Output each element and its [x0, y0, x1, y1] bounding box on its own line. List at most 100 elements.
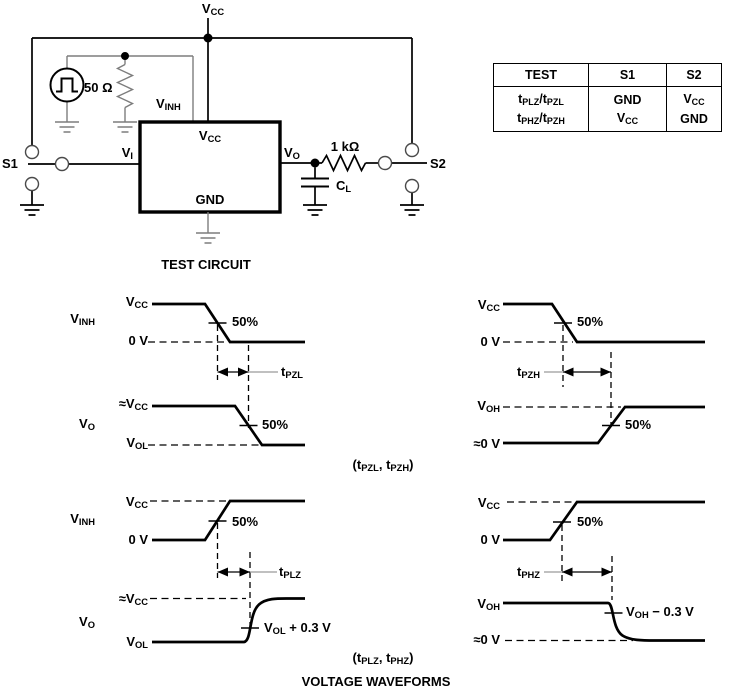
- waveform-tpzl: [148, 302, 305, 447]
- output-trace: [503, 601, 705, 642]
- tpzh-input-high-label: VCC: [477, 297, 500, 314]
- switch-contact-icon: [377, 155, 393, 171]
- resistor-icon: [115, 63, 135, 109]
- tplz-input-50pct-label: 50%: [232, 514, 259, 529]
- switch-contact-icon: [404, 178, 420, 194]
- arrow-left-icon: [563, 367, 574, 377]
- col-header-s1: S1: [588, 63, 667, 87]
- switch-contact-icon: [404, 142, 420, 158]
- junction-dot: [310, 158, 320, 168]
- load-resistor-label: 1 kΩ: [330, 139, 360, 154]
- switch1-label: S1: [2, 156, 18, 171]
- cell-test: tPLZ/tPZL: [493, 86, 589, 109]
- tpzl-time-label: tPZL: [281, 364, 303, 381]
- load-capacitor-label: CL: [336, 178, 352, 195]
- switch-contact-icon: [54, 156, 70, 172]
- tpzl-output-name-label: VO: [79, 416, 95, 433]
- vcc-supply-label: VCC: [201, 1, 225, 18]
- voltage-waveforms-caption: VOLTAGE WAVEFORMS: [301, 674, 451, 689]
- tpzl-output-low-label: VOL: [126, 435, 148, 452]
- cell-test: tPHZ/tPZH: [493, 109, 589, 132]
- switch-setting-table: TEST S1 S2 tPLZ/tPZL GND VCC tPHZ/tPZH V…: [493, 63, 722, 132]
- tphz-input-50pct-label: 50%: [577, 514, 604, 529]
- tpzh-input-low-label: 0 V: [480, 334, 500, 349]
- waveform-tpzh: [503, 302, 705, 445]
- arrow-left-icon: [562, 567, 573, 577]
- tphz-output-low-label: ≈0 V: [473, 632, 500, 647]
- switch2-label: S2: [430, 156, 446, 171]
- tplz-input-low-label: 0 V: [128, 532, 148, 547]
- output-trace: [152, 597, 305, 644]
- cell-s1: VCC: [588, 109, 667, 132]
- input-trace: [152, 302, 305, 344]
- tplz-output-name-label: VO: [79, 614, 95, 631]
- waveform-tplz: [150, 499, 305, 644]
- arrow-right-icon: [601, 567, 612, 577]
- tpzl-input-50pct-label: 50%: [232, 314, 259, 329]
- cell-s2: GND: [666, 109, 722, 132]
- ground-icon: [196, 232, 220, 244]
- tplz-output-ref-label: VOL + 0.3 V: [264, 620, 331, 637]
- pulse-glyph-icon: [56, 77, 78, 93]
- table-row: tPHZ/tPZH VCC GND: [493, 109, 722, 132]
- test-circuit-caption: TEST CIRCUIT: [161, 257, 251, 272]
- source-resistor-label: 50 Ω: [84, 80, 113, 95]
- tpzl-output-50pct-label: 50%: [262, 417, 289, 432]
- cell-s2: VCC: [666, 86, 722, 109]
- junction-dot: [121, 52, 129, 60]
- tphz-output-ref-label: VOH − 0.3 V: [626, 604, 694, 621]
- test-circuit-drawing: [20, 18, 427, 244]
- tplz-time-label: tPLZ: [279, 564, 301, 581]
- arrow-left-icon: [217, 567, 228, 577]
- table-row: tPLZ/tPZL GND VCC: [493, 86, 722, 109]
- gnd-pin-label: GND: [195, 192, 225, 207]
- pulse-subcircuit-wires: [55, 55, 194, 133]
- tpzl-output-high-label: ≈VCC: [118, 396, 148, 413]
- resistor-icon: [321, 153, 367, 173]
- arrow-right-icon: [600, 367, 611, 377]
- tpzh-time-label: tPZH: [516, 364, 540, 381]
- top-group-caption: (tPZL, tPZH): [352, 457, 414, 474]
- vo-pin-label: VO: [284, 145, 300, 162]
- tplz-output-high-label: ≈VCC: [118, 591, 148, 608]
- ground-icon: [113, 121, 137, 133]
- input-trace: [503, 302, 705, 344]
- col-header-test: TEST: [493, 63, 589, 87]
- pulse-generator-icon: [49, 67, 85, 103]
- vi-pin-label: VI: [121, 145, 133, 162]
- tphz-input-high-label: VCC: [477, 495, 500, 512]
- inh-input-label: VINH: [156, 96, 181, 113]
- input-trace: [503, 500, 705, 542]
- tpzh-output-50pct-label: 50%: [625, 417, 652, 432]
- cell-s1: GND: [588, 86, 667, 109]
- arrow-left-icon: [217, 367, 228, 377]
- table-header-row: TEST S1 S2: [493, 63, 722, 87]
- bottom-group-caption: (tPLZ, tPHZ): [352, 650, 414, 667]
- ground-icon: [55, 121, 79, 133]
- arrow-right-icon: [238, 367, 249, 377]
- ground-icon: [20, 204, 44, 216]
- junction-dot: [203, 33, 213, 43]
- tphz-input-low-label: 0 V: [480, 532, 500, 547]
- tplz-input-high-label: VCC: [125, 494, 148, 511]
- waveform-tphz: [503, 500, 705, 642]
- arrow-right-icon: [239, 567, 250, 577]
- ground-icon: [400, 204, 424, 216]
- tpzh-input-50pct-label: 50%: [577, 314, 604, 329]
- dut-gnd: [196, 212, 220, 244]
- tplz-input-name-label: VINH: [70, 511, 95, 528]
- ground-icon: [303, 204, 327, 216]
- tphz-time-label: tPHZ: [516, 564, 540, 581]
- s2-contacts: [377, 142, 420, 194]
- tpzh-output-low-label: ≈0 V: [473, 436, 500, 451]
- tpzl-input-name-label: VINH: [70, 311, 95, 328]
- input-trace: [152, 499, 305, 542]
- switch-contact-icon: [24, 144, 40, 160]
- tpzl-input-low-label: 0 V: [128, 333, 148, 348]
- tphz-output-high-label: VOH: [477, 596, 500, 613]
- tpzh-output-high-label: VOH: [477, 398, 500, 415]
- s1-contacts: [24, 144, 70, 192]
- tpzl-input-high-label: VCC: [125, 294, 148, 311]
